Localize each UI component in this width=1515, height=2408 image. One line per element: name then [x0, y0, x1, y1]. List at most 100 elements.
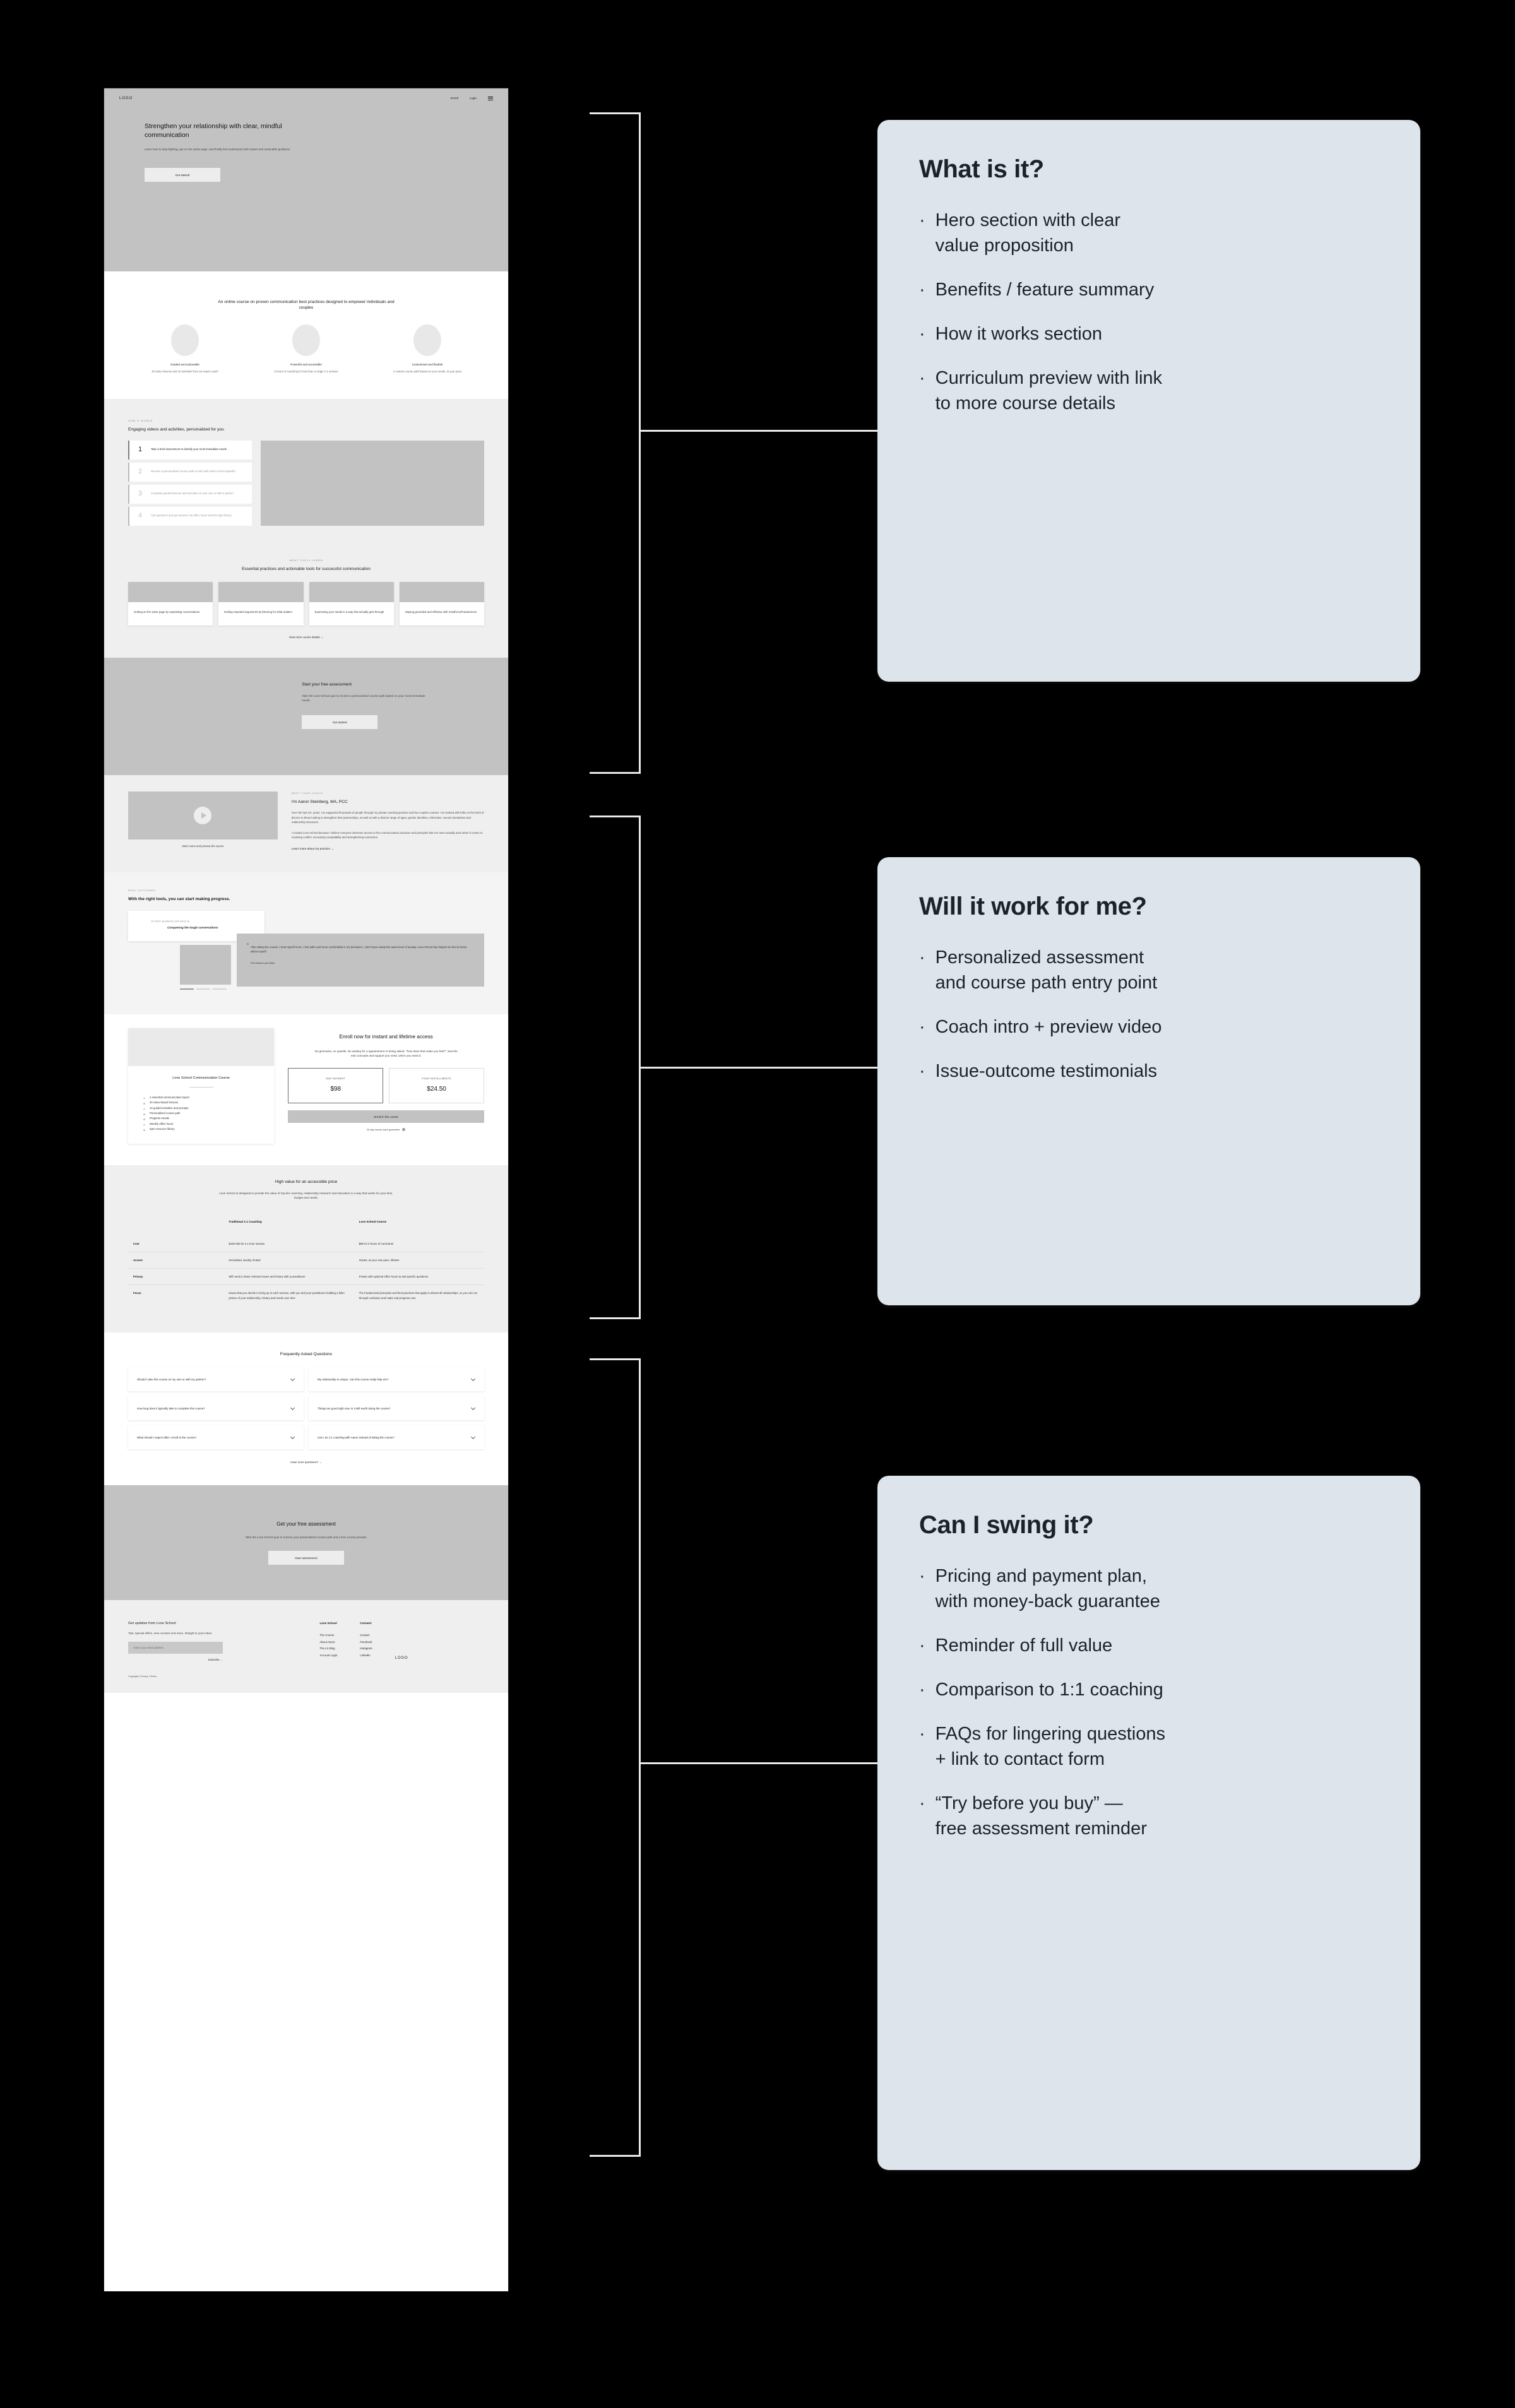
steps-container: 1 Take a brief assessment to identify yo… [128, 440, 484, 526]
coach-eyebrow: MEET YOUR COACH [291, 791, 323, 795]
curriculum-image-placeholder [218, 581, 304, 602]
note-item-text: FAQs for lingering questions+ link to co… [935, 1724, 1165, 1770]
footer-link-columns: Love School The Course About Aaron The L… [292, 1622, 484, 1661]
plan-option-four-installments[interactable]: FOUR INSTALLMENTS $24.50 [389, 1068, 485, 1104]
step-item[interactable]: 1 Take a brief assessment to identify yo… [128, 440, 252, 460]
curriculum-card[interactable]: Getting on the same page by separating c… [128, 581, 213, 626]
footer-link[interactable]: The Course [319, 1634, 335, 1637]
footer-link[interactable]: The LS Blog [319, 1647, 335, 1651]
curriculum-card[interactable]: Ending repeated arguments by listening f… [218, 581, 304, 626]
plan-amount: $24.50 [427, 1086, 446, 1093]
view-more-course-details-link[interactable]: View more course details → [288, 635, 324, 639]
pricing-content: Love School Communication Course 4 essen… [128, 1014, 485, 1144]
faq-item[interactable]: Things are good right now. Is it still w… [309, 1396, 484, 1421]
benefit-desc: 20 video lessons and 10 activities from … [152, 369, 218, 373]
footer-link[interactable]: Facebook [360, 1640, 372, 1644]
enroll-button[interactable]: Enroll in the course [288, 1110, 484, 1124]
step-item[interactable]: 2 Recieve a personalized course path to … [128, 462, 252, 482]
chevron-down-icon[interactable] [291, 1406, 295, 1410]
table-row: Privacy Will need to share relevant issu… [128, 1268, 484, 1285]
connector-spine [639, 112, 641, 774]
footer-link[interactable]: Instagram [360, 1647, 372, 1651]
email-input[interactable]: Enter your email address [128, 1642, 223, 1654]
nav-login[interactable]: Login [469, 96, 477, 100]
step-text: Take a brief assessment to identify your… [151, 448, 227, 451]
outcomes-title: With the right tools, you can start maki… [128, 896, 230, 901]
outcome-from-label: Go from avoidance and worry to [151, 920, 190, 923]
faq-item[interactable]: Can I do 1:1 coaching with Aaron instead… [309, 1425, 484, 1450]
assessment-band-cta-button[interactable]: Get started [302, 715, 378, 730]
chevron-down-icon[interactable] [472, 1377, 475, 1381]
chevron-down-icon[interactable] [472, 1406, 475, 1410]
hamburger-icon[interactable] [488, 96, 493, 100]
benefits-section: An online course on proven communication… [104, 271, 508, 400]
footer-link[interactable]: About Aaron [319, 1640, 335, 1644]
faq-item[interactable]: How long does it typically take to compl… [128, 1396, 304, 1421]
step-item[interactable]: 3 Complete guided lessons and activities… [128, 484, 252, 504]
course-card-image-placeholder [128, 1028, 275, 1067]
pricing-section: Love School Communication Course 4 essen… [104, 1014, 508, 1165]
step-text: Recieve a personalized course path to st… [151, 470, 235, 473]
note-item-text: How it works section [935, 324, 1102, 345]
pagination-dot[interactable] [213, 988, 227, 990]
footer-link[interactable]: Contact [360, 1634, 370, 1637]
chevron-down-icon[interactable] [291, 1435, 295, 1439]
curriculum-card[interactable]: Staying grounded and effective with mind… [399, 581, 484, 626]
pagination-dot[interactable] [196, 988, 210, 990]
copyright-line[interactable]: Copyright | Privacy | Terms [128, 1675, 157, 1678]
nav-enroll[interactable]: Enroll [451, 96, 458, 100]
note-card-can-i-swing-it: Can I swing it? · Pricing and payment pl… [877, 1476, 1420, 2170]
connector-arm-top [590, 816, 641, 817]
bullet-icon: · [919, 210, 925, 230]
note-card-title: What is it? [919, 155, 1044, 183]
play-icon[interactable] [194, 806, 212, 824]
faq-item[interactable]: Should I take this course on my own or w… [128, 1367, 304, 1392]
bullet-icon: · [919, 1566, 925, 1586]
curriculum-card[interactable]: Expressing your needs in a way that actu… [309, 581, 394, 626]
footer-link[interactable]: Linkedin [360, 1653, 371, 1657]
footer-link[interactable]: Account Login [319, 1653, 338, 1657]
subscribe-button[interactable]: Subscribe → [208, 1658, 223, 1662]
newsletter-title: Get updates from Love School [128, 1622, 176, 1626]
pagination-dot[interactable] [180, 988, 194, 990]
assessment-band-title: Start your free assessment [302, 682, 352, 687]
faq-item[interactable]: What should I expect after I enroll in t… [128, 1425, 304, 1450]
footer-logo[interactable]: LOGO [395, 1656, 408, 1661]
connector-stem [639, 430, 881, 432]
chevron-down-icon[interactable] [291, 1377, 295, 1381]
payment-plan-options: ONE PAYMENT $98 FOUR INSTALLMENTS $24.50 [288, 1068, 485, 1104]
start-assessment-button[interactable]: Start assessment [268, 1551, 344, 1565]
coach-practice-link[interactable]: Learn more about my practice → [291, 846, 334, 850]
benefit-title: Guided and actionable [170, 363, 199, 367]
curriculum-cards: Getting on the same page by separating c… [128, 581, 484, 626]
outcomes-stack: Go from avoidance and worry to Conquerin… [128, 911, 484, 990]
coach-paragraph-1: Over the last 10+ years, I've supported … [291, 811, 484, 824]
curriculum-image-placeholder [399, 581, 484, 602]
bullet-icon: · [919, 1061, 925, 1082]
plan-label: ONE PAYMENT [326, 1077, 346, 1081]
curriculum-image-placeholder [128, 581, 213, 602]
coach-content: Meet Aaron and preview the course MEET Y… [128, 775, 484, 851]
info-icon[interactable] [402, 1128, 406, 1132]
hero-cta-button[interactable]: Get started [145, 168, 220, 182]
step-item[interactable]: 4 Ask questions and get answers via offi… [128, 506, 252, 526]
bullet-icon: · [919, 1724, 925, 1745]
bullet-icon: · [919, 1793, 925, 1814]
faq-item[interactable]: My relationship is unique. Can this cour… [309, 1367, 484, 1392]
plan-option-one-payment[interactable]: ONE PAYMENT $98 [288, 1068, 384, 1104]
row-traditional: Scheduled, weekly, limited [223, 1251, 354, 1269]
coach-video-player[interactable] [128, 791, 278, 839]
final-cta-section: Get your free assessment Take the Love S… [104, 1485, 508, 1601]
curriculum-card-text: Ending repeated arguments by listening f… [224, 610, 292, 614]
chevron-down-icon[interactable] [472, 1435, 475, 1439]
more-questions-link[interactable]: Have more questions? → [290, 1461, 322, 1464]
logo[interactable]: LOGO [119, 96, 133, 100]
list-item: · Benefits / feature summary [919, 277, 1379, 302]
step-text: Complete guided lessons and activities o… [151, 492, 234, 495]
testimonial-pagination[interactable] [180, 988, 227, 990]
assessment-band-image [104, 658, 298, 775]
plan-amount: $98 [330, 1086, 342, 1093]
divider [189, 1086, 213, 1088]
